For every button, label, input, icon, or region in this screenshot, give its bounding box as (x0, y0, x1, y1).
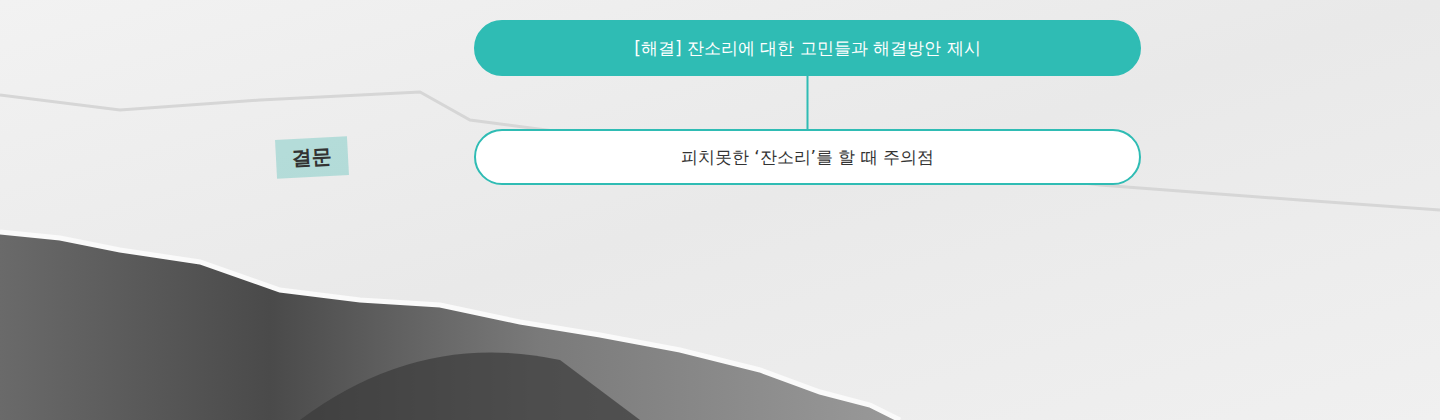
outlined-pill-box: 피치못한 ‘잔소리’를 할 때 주의점 (474, 129, 1141, 185)
photo-tear (0, 232, 900, 420)
section-tag: 결문 (275, 136, 349, 179)
torn-edge (0, 232, 900, 420)
paper-crease (0, 92, 1440, 210)
photo-shadow (300, 353, 640, 420)
filled-pill-box: [해결] 잔소리에 대한 고민들과 해결방안 제시 (474, 20, 1141, 76)
box-text: 피치못한 ‘잔소리’를 할 때 주의점 (681, 146, 934, 169)
box-text: [해결] 잔소리에 대한 고민들과 해결방안 제시 (634, 37, 980, 60)
connector-line (807, 76, 809, 129)
